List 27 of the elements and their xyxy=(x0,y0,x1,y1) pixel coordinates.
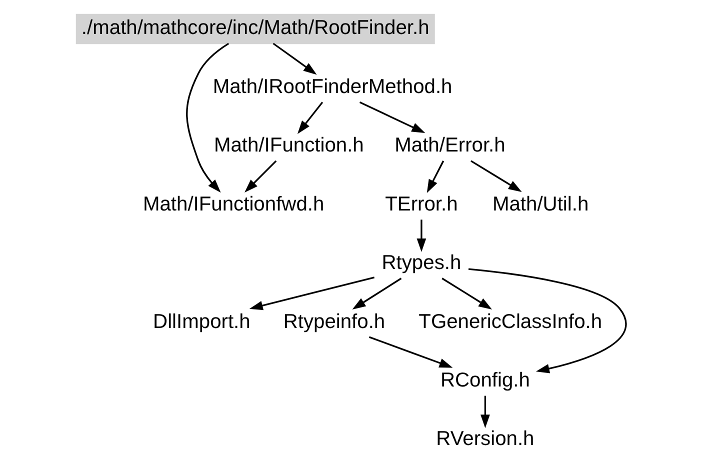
node-text: TError.h xyxy=(385,193,458,216)
arrow xyxy=(359,101,426,134)
arrow xyxy=(470,160,522,192)
arrow xyxy=(416,220,426,252)
arrow xyxy=(249,276,375,310)
arrow xyxy=(244,160,277,192)
arrow xyxy=(442,278,492,310)
arrow xyxy=(426,160,444,193)
arrow xyxy=(368,336,453,368)
node-text: TGenericClassInfo.h xyxy=(418,310,602,333)
node-text: Math/IFunction.h xyxy=(214,134,364,157)
node-text: DllImport.h xyxy=(153,310,250,333)
arrow xyxy=(352,278,402,310)
node-text: Math/Error.h xyxy=(394,134,506,157)
arrow xyxy=(186,42,230,193)
arrow xyxy=(297,102,324,134)
node-text: RConfig.h xyxy=(440,369,530,392)
node-text: Rtypes.h xyxy=(382,252,462,274)
node-text: Math/IFunctionfwd.h xyxy=(142,193,324,216)
node-text: Math/Util.h xyxy=(492,193,589,216)
arrow xyxy=(272,42,317,75)
node-text: Rtypeinfo.h xyxy=(283,310,386,333)
arrow xyxy=(468,268,627,374)
node-text: RVersion.h xyxy=(436,428,534,450)
node-box: ./math/mathcore/inc/Math/RootFinder.h xyxy=(76,14,435,44)
arrow xyxy=(480,396,490,428)
node-text: Math/IRootFinderMethod.h xyxy=(212,76,452,98)
